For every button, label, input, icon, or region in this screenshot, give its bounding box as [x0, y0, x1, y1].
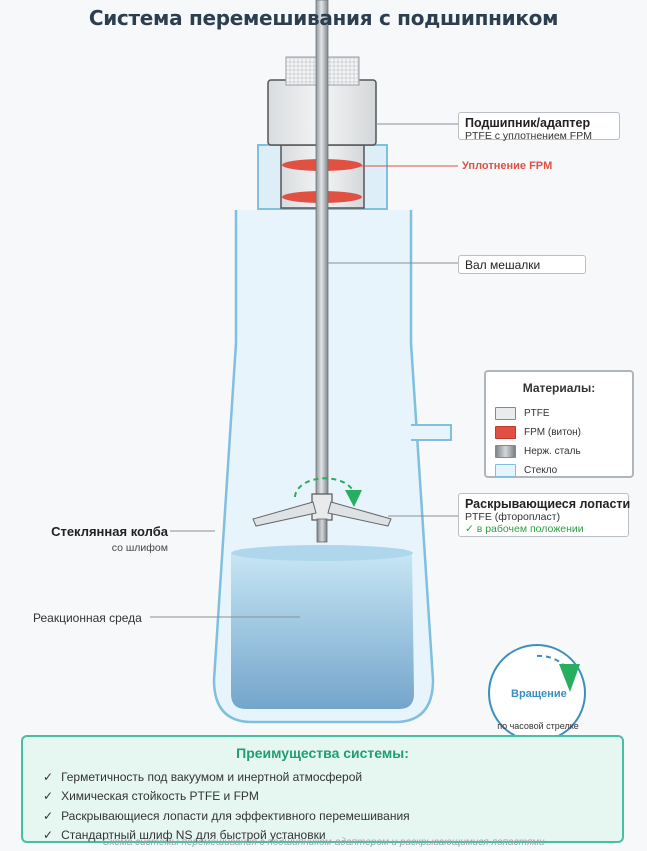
legend-label-fpm: FPM (витон) — [524, 426, 581, 438]
advantage-item: ✓ Герметичность под вакуумом и инертной а… — [43, 770, 362, 784]
legend-item-steel: Нерж. сталь — [495, 444, 581, 458]
legend-swatch-ptfe — [495, 406, 516, 420]
stirrer-shaft — [315, 0, 329, 506]
medium-label: Реакционная среда — [33, 611, 142, 625]
reaction-medium-liquid — [231, 553, 414, 709]
flask-label-sub: со шлифом — [111, 542, 168, 554]
legend-item-glass: Стекло — [495, 463, 557, 477]
materials-legend: Материалы: PTFE FPM (витон) Нерж. сталь … — [484, 370, 634, 478]
advantage-item: ✓ Химическая стойкость PTFE и FPM — [43, 789, 259, 803]
bearing-label-sub: PTFE с уплотнением FPM — [465, 130, 592, 142]
figure-caption: Схема системы перемешивания с подшипнико… — [102, 837, 545, 848]
advantage-text: Раскрывающиеся лопасти для эффективного … — [61, 809, 410, 823]
page-title: Система перемешивания с подшипником — [88, 6, 559, 30]
liquid-surface — [231, 545, 413, 561]
blades-label-title: Раскрывающиеся лопасти — [465, 497, 631, 511]
legend-label-glass: Стекло — [524, 464, 558, 476]
blades-label: Раскрывающиеся лопасти PTFE (фторопласт)… — [458, 493, 631, 537]
rotation-indicator-arrowhead — [559, 664, 580, 692]
advantages-panel: Преимущества системы: ✓ Герметичность под… — [21, 735, 624, 843]
advantage-item: ✓ Стандартный шлиф NS для быстрой установ… — [43, 828, 326, 842]
rotation-sublabel: по часовой стрелке — [497, 721, 579, 731]
shaft-label-text: Вал мешалки — [465, 258, 541, 272]
advantage-text: Герметичность под вакуумом и инертной ат… — [61, 770, 363, 784]
advantage-item: ✓ Раскрывающиеся лопасти для эффективного… — [43, 809, 410, 823]
legend-label-steel: Нерж. сталь — [524, 445, 581, 457]
check-icon: ✓ — [43, 789, 54, 803]
flask-label: Стеклянная колба со шлифом — [20, 524, 168, 554]
rotation-indicator-arc — [536, 654, 571, 673]
bearing-label-title: Подшипник/адаптер — [465, 116, 591, 130]
legend-item-fpm: FPM (витон) — [495, 425, 581, 439]
blade-left — [252, 501, 317, 527]
shaft-label: Вал мешалки — [458, 255, 586, 274]
check-icon: ✓ — [43, 809, 54, 823]
blades-label-status: ✓ в рабочем положении — [465, 523, 584, 535]
blade-right — [327, 501, 392, 527]
advantage-text: Стандартный шлиф NS для быстрой установк… — [61, 828, 326, 842]
legend-item-ptfe: PTFE — [495, 406, 550, 420]
rotation-label: Вращение — [511, 688, 567, 700]
hub-pin — [316, 518, 328, 543]
blade-hub — [311, 493, 333, 521]
seal-label: Уплотнение FPM — [462, 160, 553, 172]
legend-label-ptfe: PTFE — [524, 407, 550, 419]
flask-side-arm — [411, 424, 452, 441]
legend-swatch-fpm — [495, 425, 516, 439]
legend-swatch-glass — [495, 463, 516, 477]
blades-label-sub: PTFE (фторопласт) — [465, 511, 561, 523]
check-icon: ✓ — [43, 770, 54, 784]
check-icon: ✓ — [43, 828, 54, 842]
blade-rotation-arrowhead — [345, 490, 362, 507]
legend-swatch-steel — [495, 444, 516, 458]
legend-title: Материалы: — [522, 381, 596, 395]
bearing-label: Подшипник/адаптер PTFE с уплотнением FPM — [458, 112, 620, 142]
advantages-title: Преимущества системы: — [236, 745, 409, 761]
advantage-text: Химическая стойкость PTFE и FPM — [61, 789, 259, 803]
flask-label-title: Стеклянная колба — [51, 524, 168, 539]
